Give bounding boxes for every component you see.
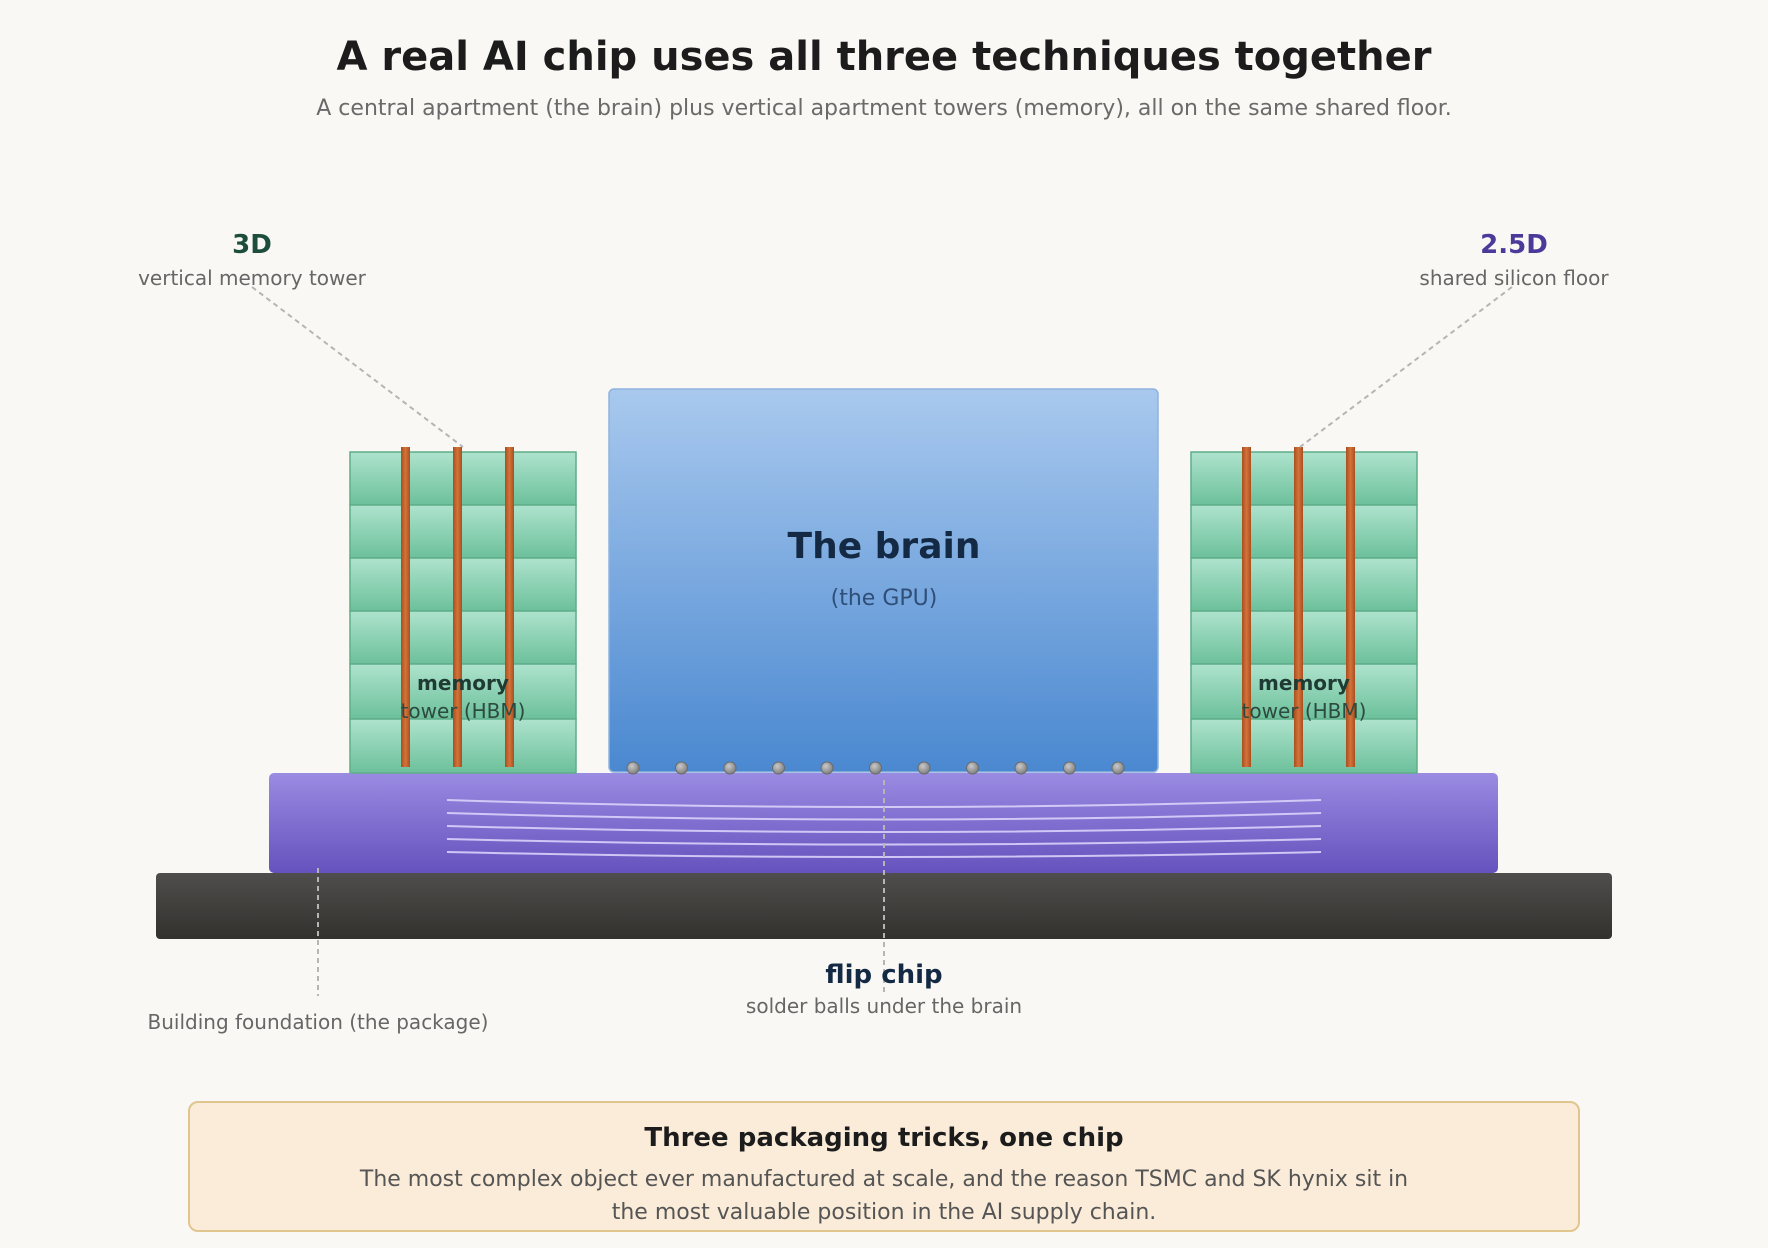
solder-balls [626,761,1125,775]
solder-ball [723,761,737,775]
tsv-right-2 [1294,447,1303,767]
label-flip-chip-caption: solder balls under the brain [746,994,1022,1018]
tsv-left-1 [401,447,410,767]
solder-ball [1111,761,1125,775]
label-2-5d-heading: 2.5D [1480,230,1548,260]
callout-title: Three packaging tricks, one chip [644,1123,1124,1153]
solder-ball [917,761,931,775]
solder-ball [869,761,882,775]
label-2-5d-caption: shared silicon floor [1419,266,1609,290]
label-foundation: Building foundation (the package) [148,1010,489,1034]
summary-callout: Three packaging tricks, one chip The mos… [188,1101,1580,1232]
page-title: A real AI chip uses all three techniques… [336,34,1432,80]
tsv-left-3 [505,447,514,767]
label-flip-chip-heading: flip chip [825,960,942,990]
tsv-right-1 [1242,447,1251,767]
tsv-right-3 [1346,447,1355,767]
solder-ball [1014,761,1028,775]
tsv-left-2 [453,447,462,767]
leader-line-2-5d [1299,286,1513,448]
memory-tower-left: memory tower (HBM) [349,447,577,774]
memory-right-label-1: memory [1258,671,1350,695]
solder-ball [772,761,785,775]
callout-body-line-2: the most valuable position in the AI sup… [611,1200,1157,1225]
callout-body-line-1: The most complex object ever manufacture… [359,1167,1409,1192]
label-3d-caption: vertical memory tower [138,266,367,290]
solder-ball [966,761,979,775]
solder-ball [820,761,834,775]
leader-line-3d [251,286,464,448]
gpu-title: The brain [788,526,981,567]
gpu-subtitle: (the GPU) [831,586,938,611]
solder-ball [626,761,640,775]
memory-left-label-1: memory [417,671,509,695]
page-subtitle: A central apartment (the brain) plus ver… [316,96,1452,121]
memory-left-label-2: tower (HBM) [401,699,526,723]
solder-ball [675,761,688,775]
label-3d-heading: 3D [232,230,272,260]
gpu-die: The brain (the GPU) [608,388,1159,773]
solder-ball [1063,761,1076,775]
callout-body: The most complex object ever manufacture… [334,1163,1434,1229]
memory-right-label-2: tower (HBM) [1242,699,1367,723]
silicon-interposer [269,773,1498,873]
memory-tower-right: memory tower (HBM) [1190,447,1418,774]
